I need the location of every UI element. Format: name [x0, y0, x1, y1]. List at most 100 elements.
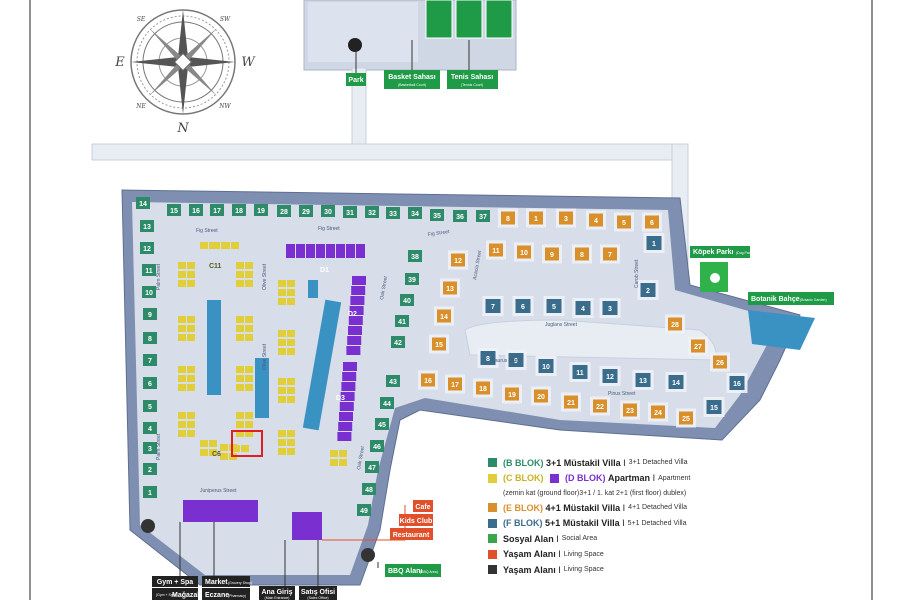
b-villa-marker: 7 — [143, 354, 157, 366]
villa-number: 3 — [608, 306, 612, 313]
villa-number: 17 — [451, 382, 459, 389]
b-villa-marker: 18 — [232, 204, 246, 216]
kids-label: Kids Club — [400, 518, 433, 525]
villa-number: 5 — [148, 404, 152, 411]
b-villa-marker: 45 — [375, 418, 389, 430]
b-villa-marker: 36 — [453, 210, 467, 222]
b-villa-marker: 49 — [357, 504, 371, 516]
c-block-unit — [178, 271, 186, 278]
villa-number: 17 — [213, 208, 221, 215]
d-block-unit — [339, 402, 354, 411]
d-block-unit — [346, 244, 355, 258]
e-villa-marker: 17 — [445, 374, 465, 394]
gym-spa-building — [183, 500, 258, 522]
c-block-unit — [178, 384, 186, 391]
villa-number: 15 — [710, 405, 718, 412]
villa-number: 4 — [594, 218, 598, 225]
villa-number: 2 — [646, 288, 650, 295]
e-villa-marker: 11 — [486, 240, 506, 260]
highlight-box — [231, 430, 263, 457]
b-villa-marker: 11 — [142, 264, 156, 276]
entrance-sub: (Main Entrance) — [265, 596, 290, 600]
pharmacy-label: Eczane — [205, 592, 229, 599]
b-villa-marker: 15 — [167, 204, 181, 216]
d-block-unit — [351, 286, 366, 295]
c-block-unit — [278, 387, 286, 394]
legend-tag: (B BLOK) — [503, 457, 544, 468]
villa-number: 14 — [440, 314, 448, 321]
park-label: Park — [348, 77, 363, 84]
legend-swatch — [488, 458, 497, 468]
legend-sep: I — [558, 564, 561, 575]
basket-label: Basket Sahası — [388, 74, 436, 81]
c-block-unit — [187, 262, 195, 269]
e-villa-marker: 22 — [590, 396, 610, 416]
c-block-unit — [241, 445, 249, 452]
villa-number: 46 — [373, 444, 381, 451]
villa-number: 39 — [408, 277, 416, 284]
b-villa-marker: 16 — [189, 204, 203, 216]
c-block-unit — [236, 271, 244, 278]
c-block-unit — [287, 430, 295, 437]
c-block-unit — [178, 262, 186, 269]
compass-se: SE — [137, 16, 146, 23]
legend-title: 4+1 Müstakil Villa — [545, 502, 621, 513]
b-villa-marker: 41 — [395, 315, 409, 327]
b-villa-marker: 14 — [136, 197, 150, 209]
b-villa-marker: 8 — [143, 332, 157, 344]
c-block-unit — [339, 459, 347, 466]
f-villa-marker: 13 — [632, 370, 654, 390]
legend-title: 5+1 Müstakil Villa — [545, 518, 620, 529]
b-villa-marker: 10 — [142, 286, 156, 298]
c-block-unit — [236, 280, 244, 287]
c-block-unit — [178, 430, 186, 437]
c-block-unit — [236, 334, 244, 341]
c-block-unit — [200, 440, 208, 447]
villa-number: 16 — [192, 208, 200, 215]
legend-swatch — [488, 518, 497, 528]
e-villa-marker: 7 — [600, 244, 620, 264]
d-block-unit — [340, 392, 355, 401]
f-villa-marker: 14 — [665, 372, 687, 392]
c-block-unit — [236, 430, 244, 437]
d-block-unit — [326, 244, 335, 258]
d-block-unit — [350, 296, 365, 305]
b-villa-marker: 40 — [400, 294, 414, 306]
c-block-unit — [245, 421, 253, 428]
villa-number: 10 — [145, 290, 153, 297]
villa-number: 38 — [411, 254, 419, 261]
b-villa-marker: 33 — [386, 207, 400, 219]
c-block-unit — [236, 421, 244, 428]
c-block-unit — [245, 412, 253, 419]
villa-number: 3 — [148, 446, 152, 453]
c-block-unit — [245, 316, 253, 323]
b-villa-marker: 32 — [365, 206, 379, 218]
c-block-unit — [178, 325, 186, 332]
c-block-unit — [287, 378, 295, 385]
villa-number: 12 — [606, 374, 614, 381]
b-villa-marker: 4 — [143, 422, 157, 434]
street-label: Juglans Street — [545, 322, 578, 328]
legend-swatch — [488, 503, 497, 513]
c-block-unit — [178, 412, 186, 419]
b-villa-marker: 13 — [140, 220, 154, 232]
pharmacy-sub: (Pharmacy) — [228, 594, 246, 598]
bbq-sub: (BBQ Area) — [420, 570, 438, 574]
legend-swatch — [488, 473, 497, 483]
compass-ne: NE — [135, 103, 146, 110]
villa-number: 43 — [389, 379, 397, 386]
c-block-unit — [178, 316, 186, 323]
villa-number: 8 — [580, 252, 584, 259]
c-block-unit — [278, 289, 286, 296]
villa-number: 7 — [148, 358, 152, 365]
villa-number: 9 — [148, 312, 152, 319]
c-block-unit — [278, 298, 286, 305]
gym-sub: (Gym + Spa) — [156, 593, 176, 597]
villa-number: 28 — [280, 209, 288, 216]
e-villa-marker: 28 — [665, 314, 685, 334]
c-block-unit — [178, 334, 186, 341]
villa-number: 11 — [145, 268, 153, 275]
villa-number: 8 — [506, 216, 510, 223]
tennis-label: Tenis Sahası — [451, 74, 493, 81]
c-block-unit — [187, 375, 195, 382]
